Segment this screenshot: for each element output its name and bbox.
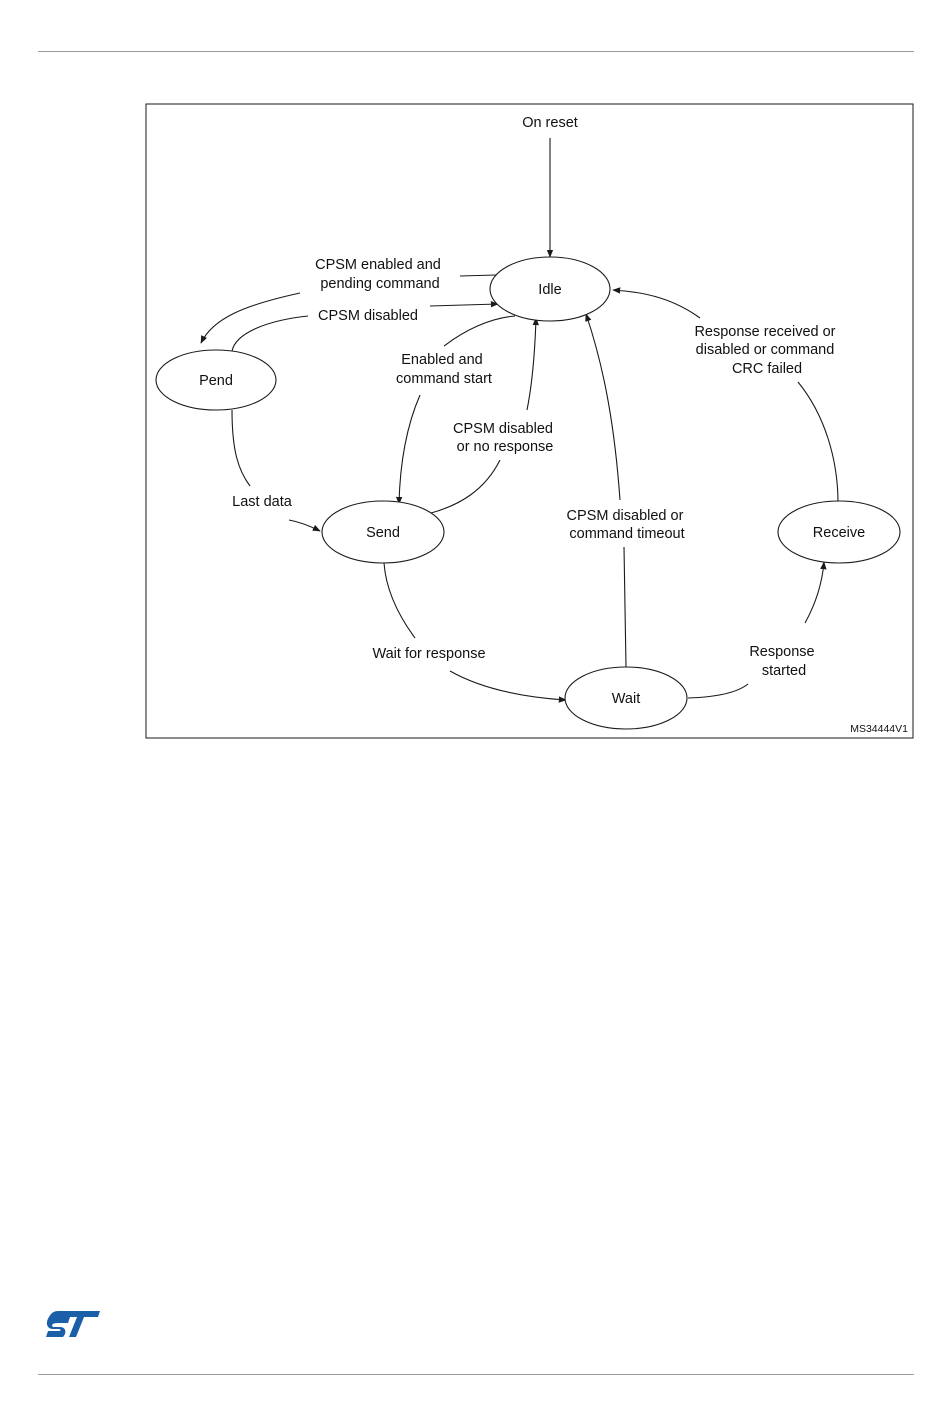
footer-rule [38, 1374, 914, 1375]
edge-send-to-idle [431, 318, 536, 513]
label-on-reset: On reset [522, 115, 578, 131]
state-receive-label: Receive [813, 525, 865, 541]
label-wait-to-idle: CPSM disabled or command timeout [567, 508, 688, 542]
edge-idle-to-send [399, 316, 515, 504]
state-pend: Pend [156, 350, 276, 410]
label-pend-to-send: Last data [232, 494, 293, 510]
label-pend-to-idle: CPSM disabled [318, 308, 418, 324]
label-idle-to-send: Enabled and command start [396, 352, 492, 387]
state-send: Send [322, 501, 444, 563]
edge-pend-to-send [232, 410, 320, 531]
state-send-label: Send [366, 525, 400, 541]
state-wait: Wait [565, 667, 687, 729]
state-pend-label: Pend [199, 373, 233, 389]
state-idle: Idle [490, 257, 610, 321]
edge-receive-to-idle [613, 290, 838, 503]
state-idle-label: Idle [538, 282, 561, 298]
state-wait-label: Wait [612, 691, 640, 707]
label-idle-to-pend: CPSM enabled and pending command [315, 257, 445, 292]
label-receive-to-idle: Response received or disabled or command… [694, 324, 839, 377]
label-wait-to-receive: Response started [749, 644, 818, 679]
state-receive: Receive [778, 501, 900, 563]
edge-send-to-wait [384, 563, 566, 700]
figure-id: MS34444V1 [850, 723, 908, 735]
edge-wait-to-idle [586, 314, 626, 667]
label-send-to-idle: CPSM disabled or no response [453, 421, 557, 455]
label-send-to-wait: Wait for response [372, 646, 485, 662]
st-logo-icon [44, 1309, 102, 1339]
